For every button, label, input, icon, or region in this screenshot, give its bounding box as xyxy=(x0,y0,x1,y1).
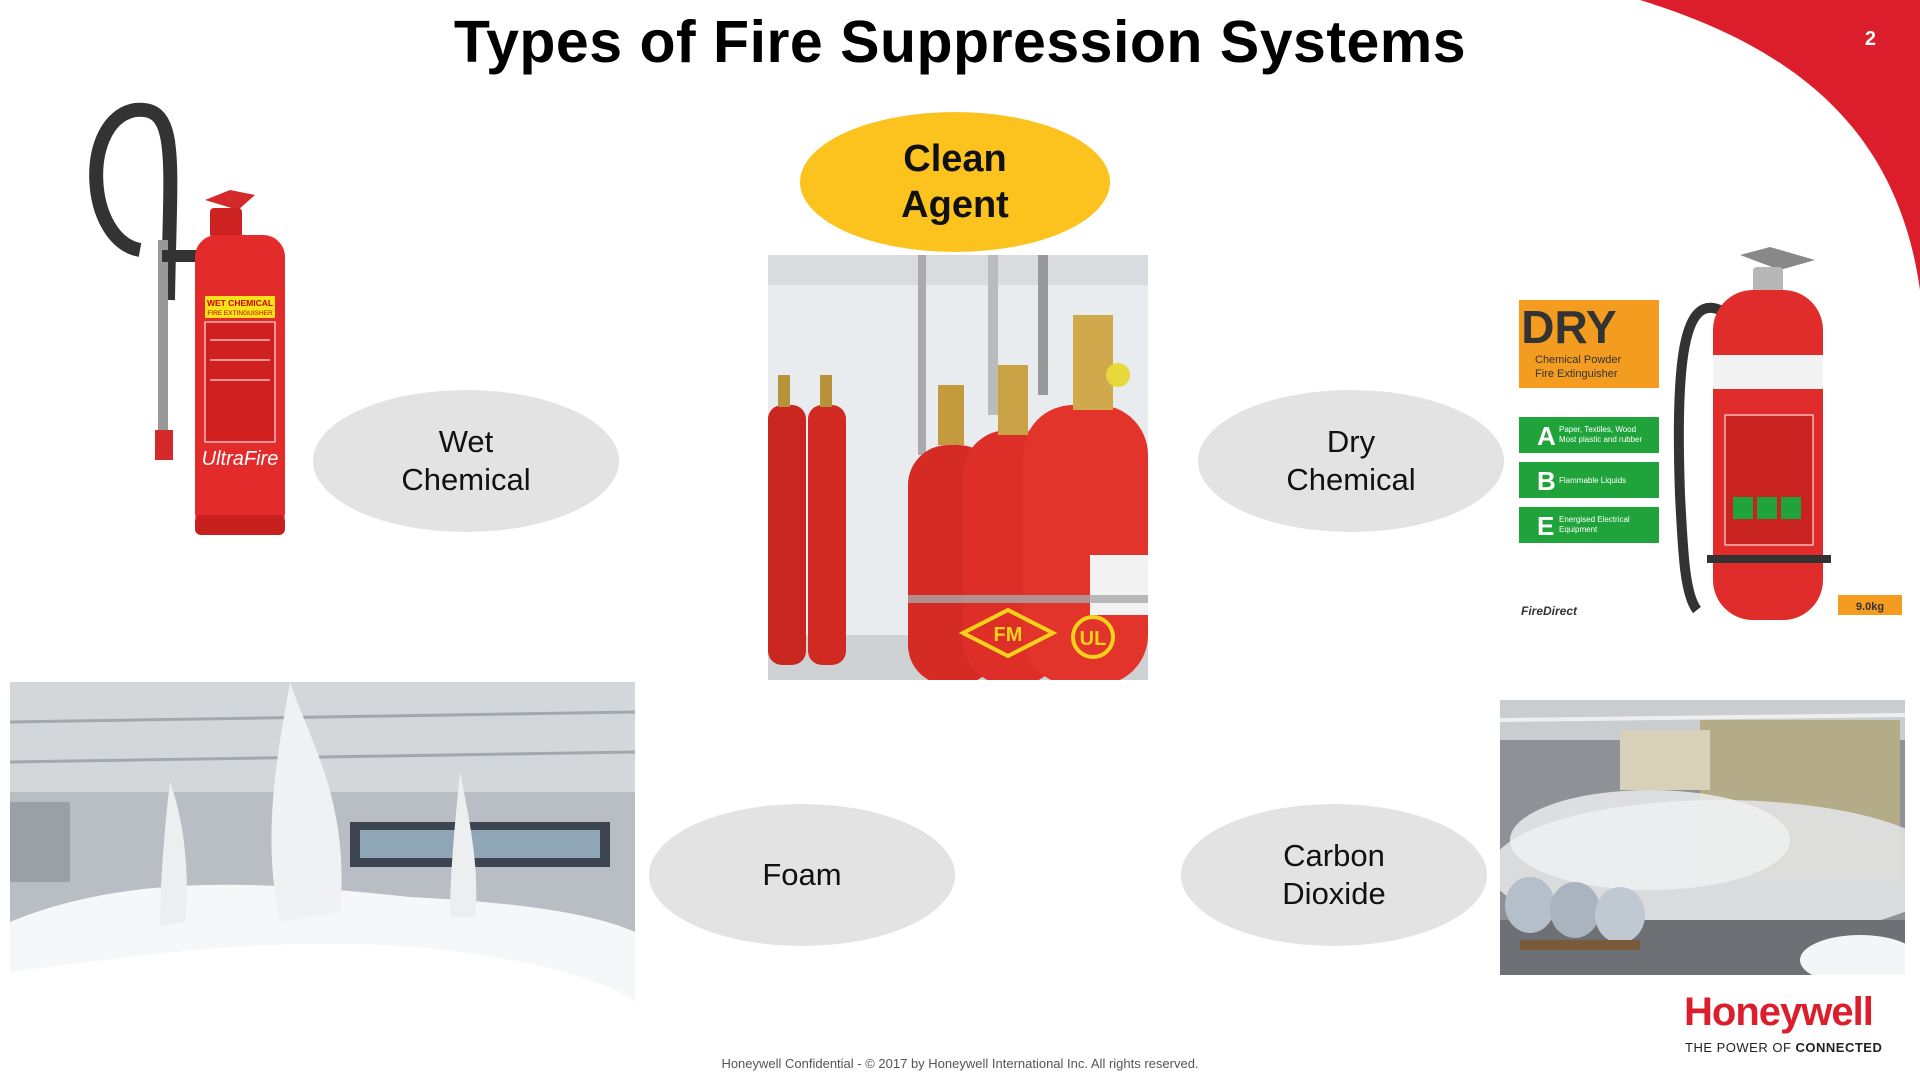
wet-label-line1: WET CHEMICAL xyxy=(207,298,273,308)
dry-sign-sub1: Chemical Powder xyxy=(1535,354,1622,366)
class-b-text1: Flammable Liquids xyxy=(1559,476,1626,485)
class-e-text2: Equipment xyxy=(1559,525,1598,534)
co2-factory-photo xyxy=(1500,700,1905,975)
carbon-dioxide-label: Carbon Dioxide xyxy=(1282,838,1386,911)
class-a-text1: Paper, Textiles, Wood xyxy=(1559,425,1636,434)
class-e-text1: Energised Electrical xyxy=(1559,515,1630,524)
class-b-letter: B xyxy=(1537,466,1556,496)
slide-title: Types of Fire Suppression Systems xyxy=(453,9,1467,75)
fm-mark: FM xyxy=(994,624,1023,646)
clean-agent-label: Clean Agent xyxy=(901,138,1009,226)
honeywell-logo: Honeywell xyxy=(1684,990,1874,1034)
tagline-bold: CONNECTED xyxy=(1795,1040,1883,1055)
foam-oval: Foam xyxy=(649,804,955,946)
wet-chemical-oval: Wet Chemical xyxy=(313,390,619,532)
page-number: 2 xyxy=(1864,28,1876,50)
wet-chemical-label: Wet Chemical xyxy=(401,424,531,497)
tagline-prefix: THE POWER OF xyxy=(1685,1040,1796,1055)
dry-sign-title: DRY xyxy=(1521,301,1616,353)
wet-label-line2: FIRE EXTINGUISHER xyxy=(207,310,273,317)
wet-brand: UltraFire xyxy=(202,448,279,470)
wet-chemical-extinguisher-photo: WET CHEMICAL FIRE EXTINGUISHER UltraFire xyxy=(80,100,320,550)
brand-tagline: THE POWER OF CONNECTED xyxy=(1685,1040,1882,1055)
clean-agent-oval: Clean Agent xyxy=(800,112,1110,252)
vendor-logo: FireDirect xyxy=(1521,604,1578,618)
dry-chemical-extinguisher-photo: DRY Chemical Powder Fire Extinguisher A … xyxy=(1515,235,1905,625)
class-a-letter: A xyxy=(1537,421,1556,451)
dry-chemical-label: Dry Chemical xyxy=(1286,424,1416,497)
confidential-footer: Honeywell Confidential - © 2017 by Honey… xyxy=(721,1056,1199,1071)
foam-label: Foam xyxy=(762,857,842,892)
weight-tag: 9.0kg xyxy=(1856,601,1884,613)
carbon-dioxide-oval: Carbon Dioxide xyxy=(1181,804,1487,946)
foam-warehouse-photo xyxy=(10,682,635,1032)
dry-sign-sub2: Fire Extinguisher xyxy=(1535,368,1618,380)
class-a-text2: Most plastic and rubber xyxy=(1559,435,1642,444)
class-e-letter: E xyxy=(1537,511,1554,541)
dry-chemical-oval: Dry Chemical xyxy=(1198,390,1504,532)
clean-agent-cylinders-photo: FM UL xyxy=(768,255,1148,680)
ul-mark: UL xyxy=(1080,628,1107,650)
